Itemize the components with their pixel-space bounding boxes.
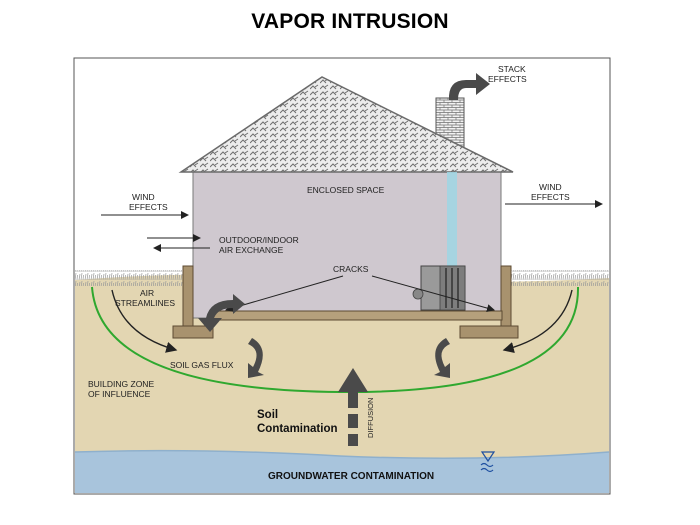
- soil-gas-flux-label: SOIL GAS FLUX: [170, 360, 234, 370]
- flux-arrow-soil-right: [434, 338, 450, 378]
- diagram-title: VAPOR INTRUSION: [251, 10, 449, 33]
- stack-effects-label-2: EFFECTS: [488, 74, 527, 84]
- diffusion-arrow: [338, 368, 368, 446]
- diffusion-label: DIFFUSION: [366, 398, 375, 438]
- cracks-label: CRACKS: [333, 264, 369, 274]
- air-exchange-label-1: OUTDOOR/INDOOR: [219, 235, 299, 245]
- groundwater-layer: [75, 450, 609, 493]
- air-streamline-left: [111, 289, 178, 353]
- vapor-column: [447, 172, 457, 318]
- wind-right-label-2: EFFECTS: [531, 192, 570, 202]
- soil-contamination-label-1: Soil: [257, 409, 278, 421]
- water-table-icon: [480, 451, 496, 473]
- building-zone-label-2: OF INFLUENCE: [88, 389, 151, 399]
- air-streamline-right: [502, 289, 573, 353]
- stack-effects-arrow: [448, 73, 490, 100]
- air-exchange-label-2: AIR EXCHANGE: [219, 245, 284, 255]
- wind-left-label-2: EFFECTS: [129, 202, 168, 212]
- roof: [178, 76, 514, 173]
- foundation: [172, 265, 519, 339]
- enclosed-space-label: ENCLOSED SPACE: [307, 185, 385, 195]
- flux-arrow-soil-left: [248, 338, 264, 378]
- air-streamlines-label-2: STREAMLINES: [115, 298, 175, 308]
- building-zone-label-1: BUILDING ZONE: [88, 379, 154, 389]
- furnace-icon: [412, 265, 466, 311]
- cracks-pointer-right: [371, 275, 495, 312]
- air-streamlines-label-1: AIR: [140, 288, 154, 298]
- wind-right-label-1: WIND: [539, 182, 562, 192]
- flux-arrow-entry-left-head: [233, 294, 245, 314]
- wind-left-label-1: WIND: [132, 192, 155, 202]
- cracks-pointer-left: [225, 275, 344, 312]
- stack-effects-label-1: STACK: [498, 64, 526, 74]
- flux-arrow-entry-left: [198, 300, 233, 332]
- soil-contamination-label-2: Contamination: [257, 423, 338, 435]
- groundwater-contamination-label: GROUNDWATER CONTAMINATION: [268, 471, 434, 482]
